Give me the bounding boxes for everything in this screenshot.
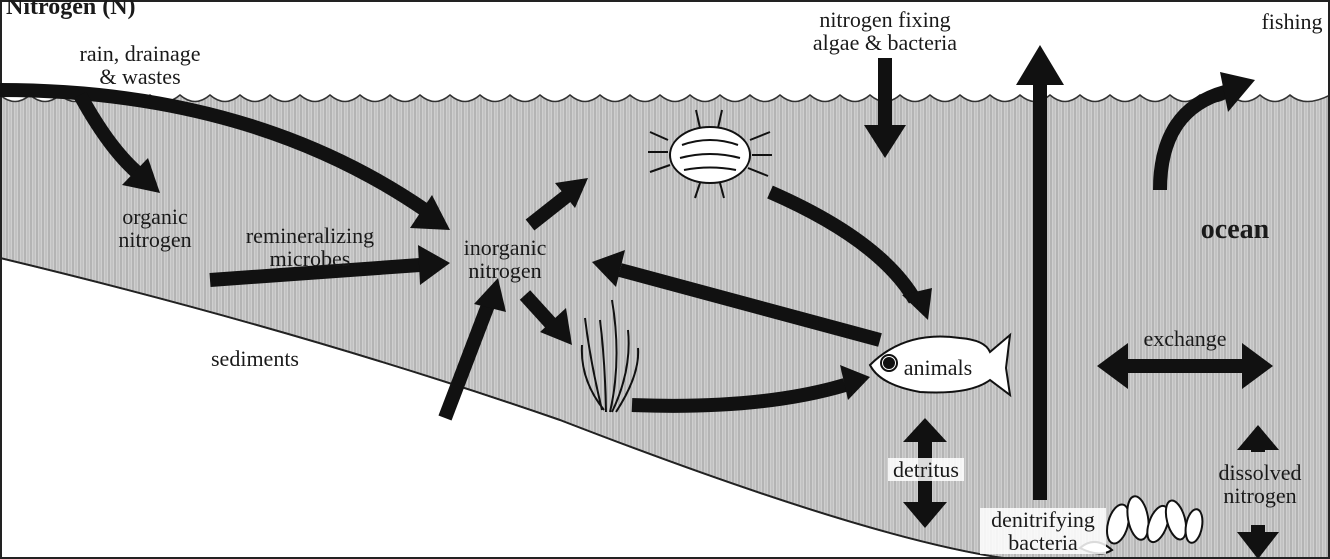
label-exchange: exchange (1130, 327, 1240, 350)
label-rain-drainage-wastes: rain, drainage & wastes (60, 42, 220, 88)
label-nitrogen-fixing: nitrogen fixing algae & bacteria (795, 8, 975, 54)
label-dissolved-nitrogen: dissolved nitrogen (1205, 461, 1315, 507)
label-sediments: sediments (190, 347, 320, 370)
label-organic-nitrogen: organic nitrogen (95, 205, 215, 251)
label-denitrifying-bacteria: denitrifying bacteria (980, 508, 1106, 554)
label-inorganic-nitrogen: inorganic nitrogen (445, 236, 565, 282)
label-animals: animals (898, 356, 978, 379)
label-detritus: detritus (888, 458, 964, 481)
label-fishing: fishing (1252, 10, 1330, 33)
label-ocean: ocean (1175, 218, 1295, 241)
diagram-title: Nitrogen (N) (6, 0, 136, 19)
label-remineralizing-microbes: remineralizing microbes (225, 224, 395, 270)
arrowhead-denitrifying (1016, 45, 1064, 85)
